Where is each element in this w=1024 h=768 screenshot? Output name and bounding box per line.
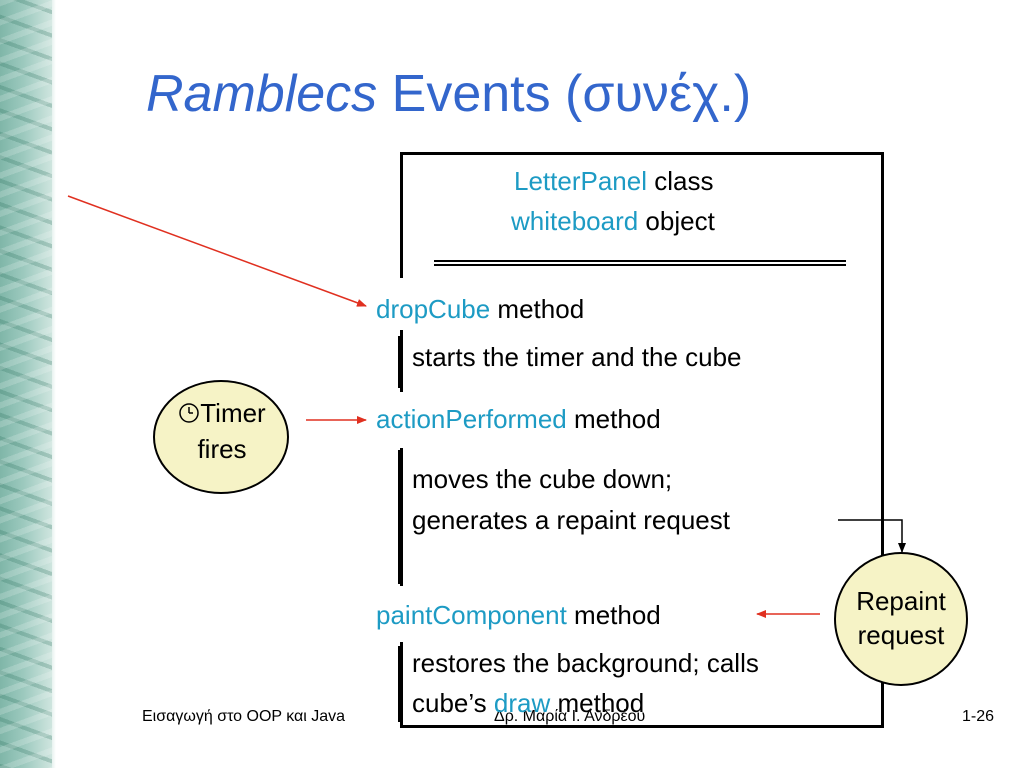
- footer-page-number: 1-26: [962, 708, 995, 725]
- double-rule-divider: [434, 260, 846, 266]
- frame-gap: [397, 278, 403, 330]
- class-name-suffix: class: [646, 166, 714, 196]
- class-name-keyword: LetterPanel: [514, 166, 647, 196]
- method-body-bar: [398, 336, 402, 388]
- draw-method-keyword: draw: [493, 688, 551, 718]
- title-italic: Ramblecs: [146, 65, 378, 123]
- class-name-line: LetterPanel class: [514, 166, 713, 197]
- object-name-suffix: object: [638, 206, 715, 236]
- paintcomponent-description-2: cube’s draw method: [412, 688, 644, 719]
- actionperformed-method: actionPerformed method: [376, 404, 661, 435]
- dropcube-method-name: dropCube: [376, 294, 491, 324]
- actionperformed-method-name: actionPerformed: [376, 404, 567, 434]
- repaint-bubble-line1: Repaint: [856, 586, 946, 616]
- footer-author: Δρ. Μαρία Ι. Ανδρέου: [494, 708, 646, 725]
- arrow-repaint-request-to-bubble: [838, 519, 906, 553]
- dropcube-method: dropCube method: [376, 294, 584, 325]
- footer-course: Εισαγωγή στο ΟΟΡ και Java: [142, 708, 346, 725]
- dropcube-description: starts the timer and the cube: [412, 342, 742, 372]
- method-body-bar: [398, 646, 402, 722]
- decorative-side-band: [0, 0, 52, 768]
- actionperformed-method-suffix: method: [566, 404, 661, 434]
- paintcomponent-method-suffix: method: [566, 600, 661, 630]
- side-band-edge: [52, 0, 56, 768]
- repaint-bubble-line2: request: [857, 620, 945, 650]
- object-name-keyword: whiteboard: [511, 206, 639, 236]
- actionperformed-description-2: generates a repaint request: [412, 505, 730, 535]
- repaint-request-label: Repaint request: [836, 584, 966, 652]
- clock-icon: [178, 398, 200, 432]
- frame-gap: [397, 586, 403, 642]
- timer-bubble-line2: fires: [197, 434, 247, 465]
- repaint-request-bubble: [834, 552, 968, 686]
- timer-bubble-line1: Timer: [200, 398, 266, 428]
- frame-gap: [397, 392, 403, 448]
- method-body-bar: [398, 450, 402, 584]
- paint-desc-prefix: cube’s: [412, 688, 494, 718]
- timer-fires-bubble: [153, 380, 289, 494]
- paintcomponent-description-1: restores the background; calls: [412, 648, 759, 678]
- dropcube-method-suffix: method: [490, 294, 585, 324]
- paint-desc-suffix: method: [550, 688, 645, 718]
- timer-fires-label: Timer fires: [160, 396, 284, 466]
- actionperformed-description-1: moves the cube down;: [412, 464, 673, 494]
- slide-title: Ramblecs Events (συνέχ.): [146, 64, 751, 124]
- arrow-to-dropcube: [67, 195, 367, 307]
- object-name-line: whiteboard object: [511, 206, 715, 237]
- title-rest: Events (συνέχ.): [377, 65, 752, 123]
- paintcomponent-method: paintComponent method: [376, 600, 661, 631]
- paintcomponent-method-name: paintComponent: [376, 600, 567, 630]
